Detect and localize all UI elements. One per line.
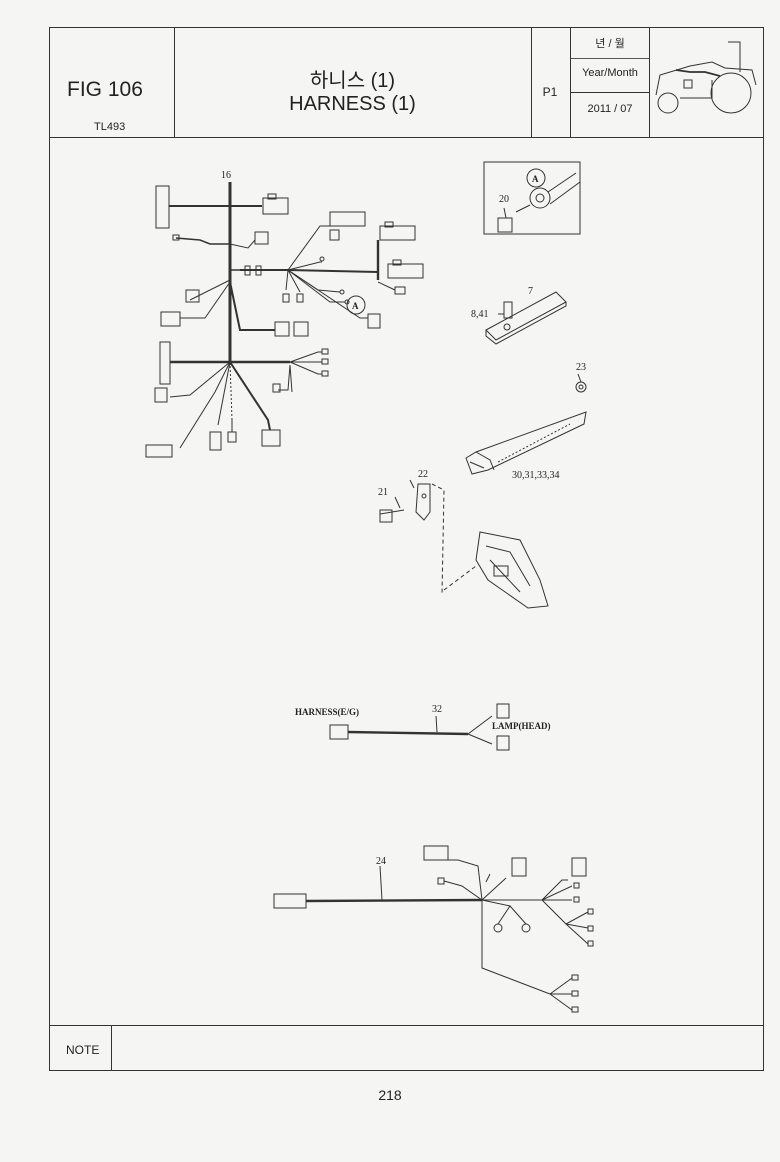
header-divider: [571, 27, 650, 138]
callout-24: 24: [376, 856, 386, 867]
page-frame: [49, 27, 764, 1071]
detail-a-box: [483, 161, 581, 235]
clamp-7: [485, 291, 567, 345]
callout-a1: A: [532, 174, 539, 184]
grommet-23: [575, 373, 587, 393]
chassis-frame: [443, 531, 549, 609]
title-korean: 하니스 (1): [309, 70, 396, 92]
callout-22: 22: [418, 469, 428, 480]
note-label: NOTE: [66, 1043, 100, 1057]
title-english: HARNESS (1): [289, 93, 416, 115]
header-divider: [175, 27, 532, 138]
callout-a2: A: [352, 301, 359, 311]
callout-30-31-33-34: 30,31,33,34: [512, 470, 560, 481]
callout-23: 23: [576, 362, 586, 373]
page-code: P1: [542, 85, 558, 99]
cable-tie: [465, 411, 587, 475]
header-divider: [532, 27, 571, 138]
note-row: [49, 1025, 764, 1026]
header-divider: [49, 27, 175, 138]
year-month-label-en: Year/Month: [582, 67, 638, 79]
year-month-divider: [571, 58, 649, 59]
callout-21: 21: [378, 487, 388, 498]
harness-32: [329, 703, 510, 751]
note-divider: [111, 1025, 112, 1071]
callout-16: 16: [221, 170, 231, 181]
year-month-divider: [571, 92, 649, 93]
bracket-22: [379, 479, 445, 595]
model-code: TL493: [94, 121, 126, 133]
label-harness-eg: HARNESS(E/G): [295, 707, 359, 717]
header-bottom-line: [49, 137, 764, 138]
callout-8-41: 8,41: [471, 309, 489, 320]
callout-circle-a1: [526, 168, 546, 188]
figure-number: FIG 106: [67, 78, 143, 101]
harness-24: [273, 845, 594, 1013]
year-month-value: 2011 / 07: [587, 103, 633, 115]
page-number: 218: [378, 1087, 402, 1103]
callout-32: 32: [432, 704, 442, 715]
main-harness-16: [145, 182, 424, 458]
tractor-illustration: [655, 41, 757, 114]
label-lamp-head: LAMP(HEAD): [492, 721, 551, 731]
callout-20: 20: [499, 194, 509, 205]
callout-7: 7: [528, 286, 533, 297]
year-month-label-ko: 년 / 월: [595, 38, 625, 50]
callout-circle-a2: [346, 295, 366, 315]
